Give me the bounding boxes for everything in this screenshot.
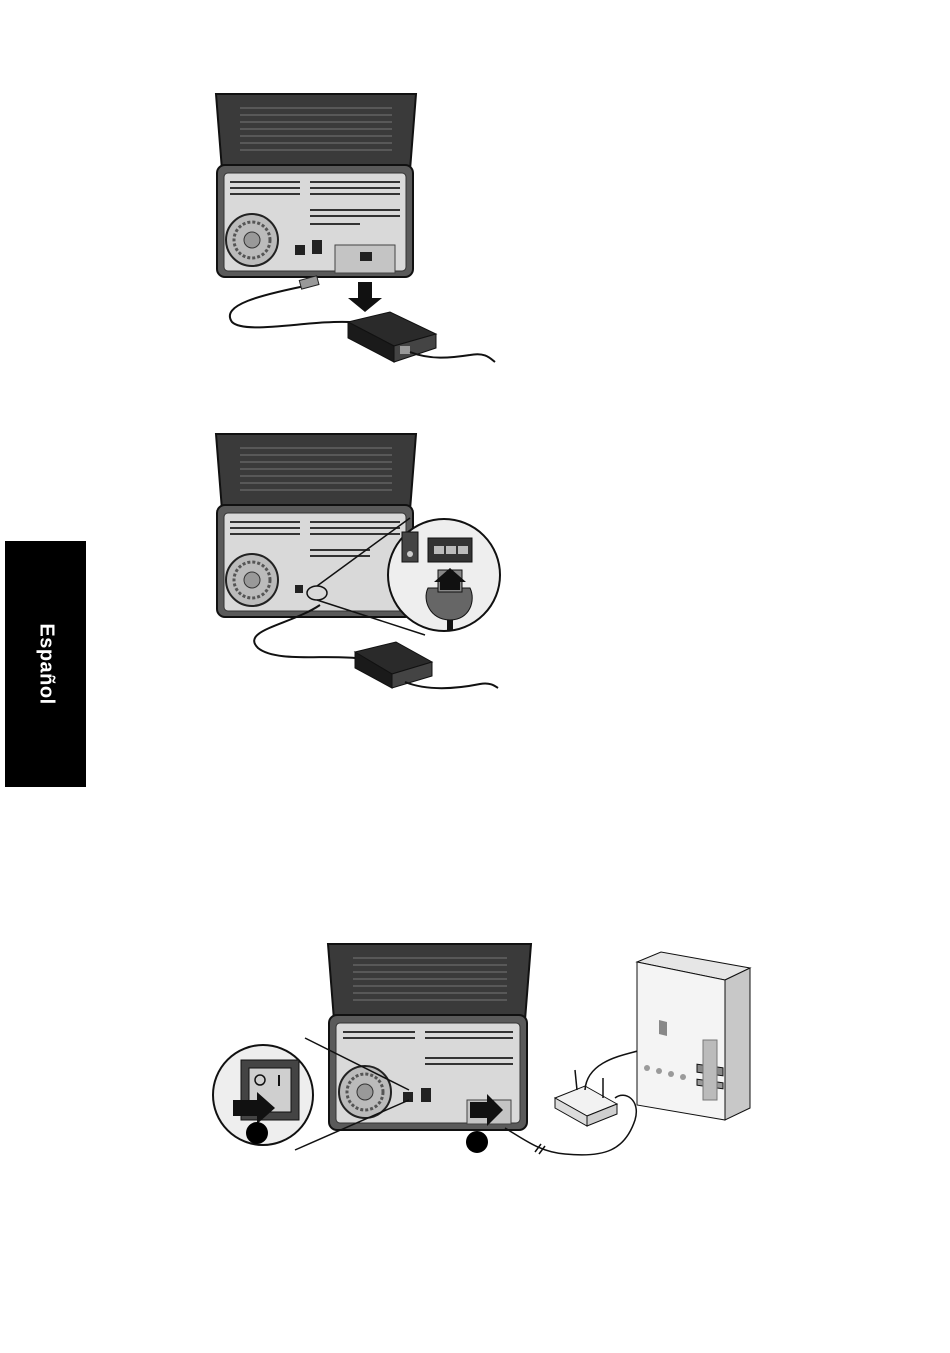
callout-bullet	[466, 1131, 488, 1153]
router-illustration	[555, 1050, 641, 1126]
scanner-illustration	[328, 944, 531, 1130]
scanner-illustration	[216, 434, 416, 617]
figure-power-adapter	[200, 90, 510, 380]
computer-tower-illustration	[637, 952, 750, 1120]
down-arrow-icon	[348, 282, 382, 312]
language-side-tab-label: Español	[34, 623, 57, 704]
language-side-tab: Español	[5, 541, 86, 787]
power-cord	[230, 285, 350, 327]
callout-bullet	[246, 1122, 268, 1144]
power-switch-detail	[213, 1045, 313, 1145]
scanner-illustration	[216, 94, 416, 277]
figure-power-on-network	[205, 940, 760, 1165]
zoom-detail-circle	[388, 519, 500, 631]
power-adapter-illustration	[348, 312, 436, 362]
power-adapter-illustration	[355, 642, 432, 688]
figure-power-cord-scanner	[200, 430, 510, 710]
